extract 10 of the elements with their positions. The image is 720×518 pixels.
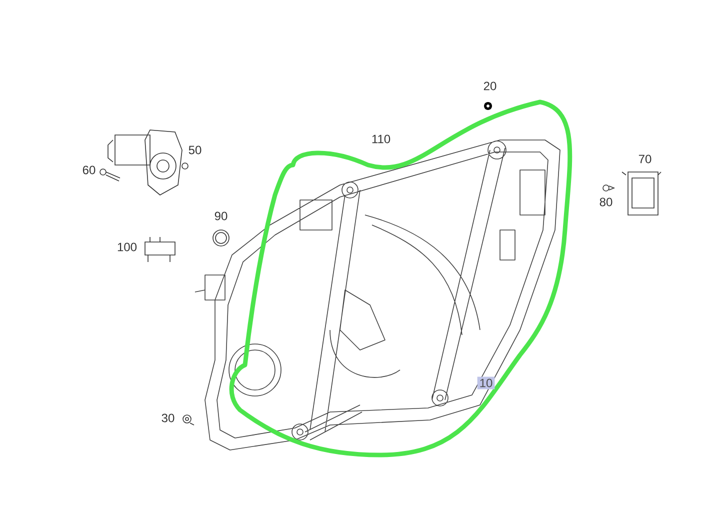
- callout-number: 100: [118, 242, 137, 252]
- callout-number: 70: [638, 154, 652, 164]
- callout-number: 80: [600, 198, 612, 206]
- callout-number: 90: [214, 212, 228, 220]
- callout-number: 30: [162, 414, 174, 422]
- callout-number: 20: [484, 82, 496, 90]
- callout-number: 50: [188, 146, 202, 154]
- callout-number: 10: [477, 376, 495, 390]
- callout-number: 110: [372, 134, 390, 144]
- callout-number: 60: [82, 166, 96, 174]
